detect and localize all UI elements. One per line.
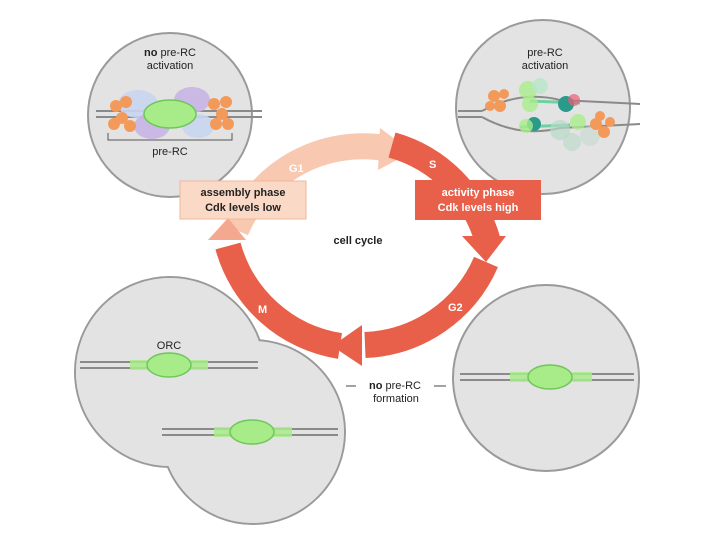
bubble-bottom-left-pair bbox=[74, 276, 346, 525]
phase-label-g2: G2 bbox=[448, 302, 463, 314]
orc-complex-1 bbox=[146, 352, 192, 378]
assembly-phase-box: assembly phase Cdk levels low bbox=[179, 180, 307, 220]
top-left-caption-bold: no bbox=[144, 47, 158, 59]
arrow-m-head bbox=[208, 218, 246, 240]
activity-phase-box: activity phase Cdk levels high bbox=[415, 180, 541, 220]
phase-label-g1: G1 bbox=[289, 163, 304, 175]
top-left-caption-line2: activation bbox=[147, 60, 193, 72]
replisome-top-right bbox=[485, 78, 615, 151]
bubble-top-right bbox=[455, 19, 631, 195]
arrow-m bbox=[215, 242, 343, 359]
orc-complex-2 bbox=[229, 419, 275, 445]
svg-text:no pre-RC: no pre-RC bbox=[144, 47, 196, 59]
orc-complex-3 bbox=[527, 364, 573, 390]
activity-phase-line1: activity phase bbox=[442, 187, 515, 199]
bottom-middle-caption-line2: formation bbox=[373, 393, 419, 405]
arrow-s-head bbox=[462, 236, 506, 262]
top-left-caption-rest: pre-RC bbox=[161, 47, 197, 59]
cycle-ring bbox=[208, 128, 506, 366]
top-left-caption: no pre-RC activation bbox=[144, 47, 196, 72]
top-right-caption-line2: activation bbox=[522, 60, 568, 72]
pre-rc-bracket: pre-RC bbox=[107, 133, 233, 158]
bottom-middle-caption-bold: no bbox=[369, 380, 383, 392]
arrow-g2-head bbox=[332, 325, 362, 366]
assembly-phase-line1: assembly phase bbox=[201, 187, 286, 199]
bottom-middle-caption-rest: pre-RC bbox=[386, 380, 422, 392]
no-pre-rc-formation-caption: no pre-RC formation bbox=[346, 380, 446, 405]
orc-label: ORC bbox=[157, 340, 182, 352]
pre-rc-complex-top-left bbox=[108, 87, 234, 139]
top-right-caption-line1: pre-RC bbox=[527, 47, 563, 59]
pre-rc-bracket-label: pre-RC bbox=[152, 146, 188, 158]
assembly-phase-line2: Cdk levels low bbox=[205, 202, 281, 214]
activity-phase-line2: Cdk levels high bbox=[438, 202, 519, 214]
svg-text:no pre-RC: no pre-RC bbox=[369, 380, 421, 392]
phase-label-s: S bbox=[429, 159, 436, 171]
cycle-center-label: cell cycle bbox=[334, 235, 383, 247]
phase-label-m: M bbox=[258, 304, 267, 316]
arrow-g2 bbox=[364, 256, 498, 358]
